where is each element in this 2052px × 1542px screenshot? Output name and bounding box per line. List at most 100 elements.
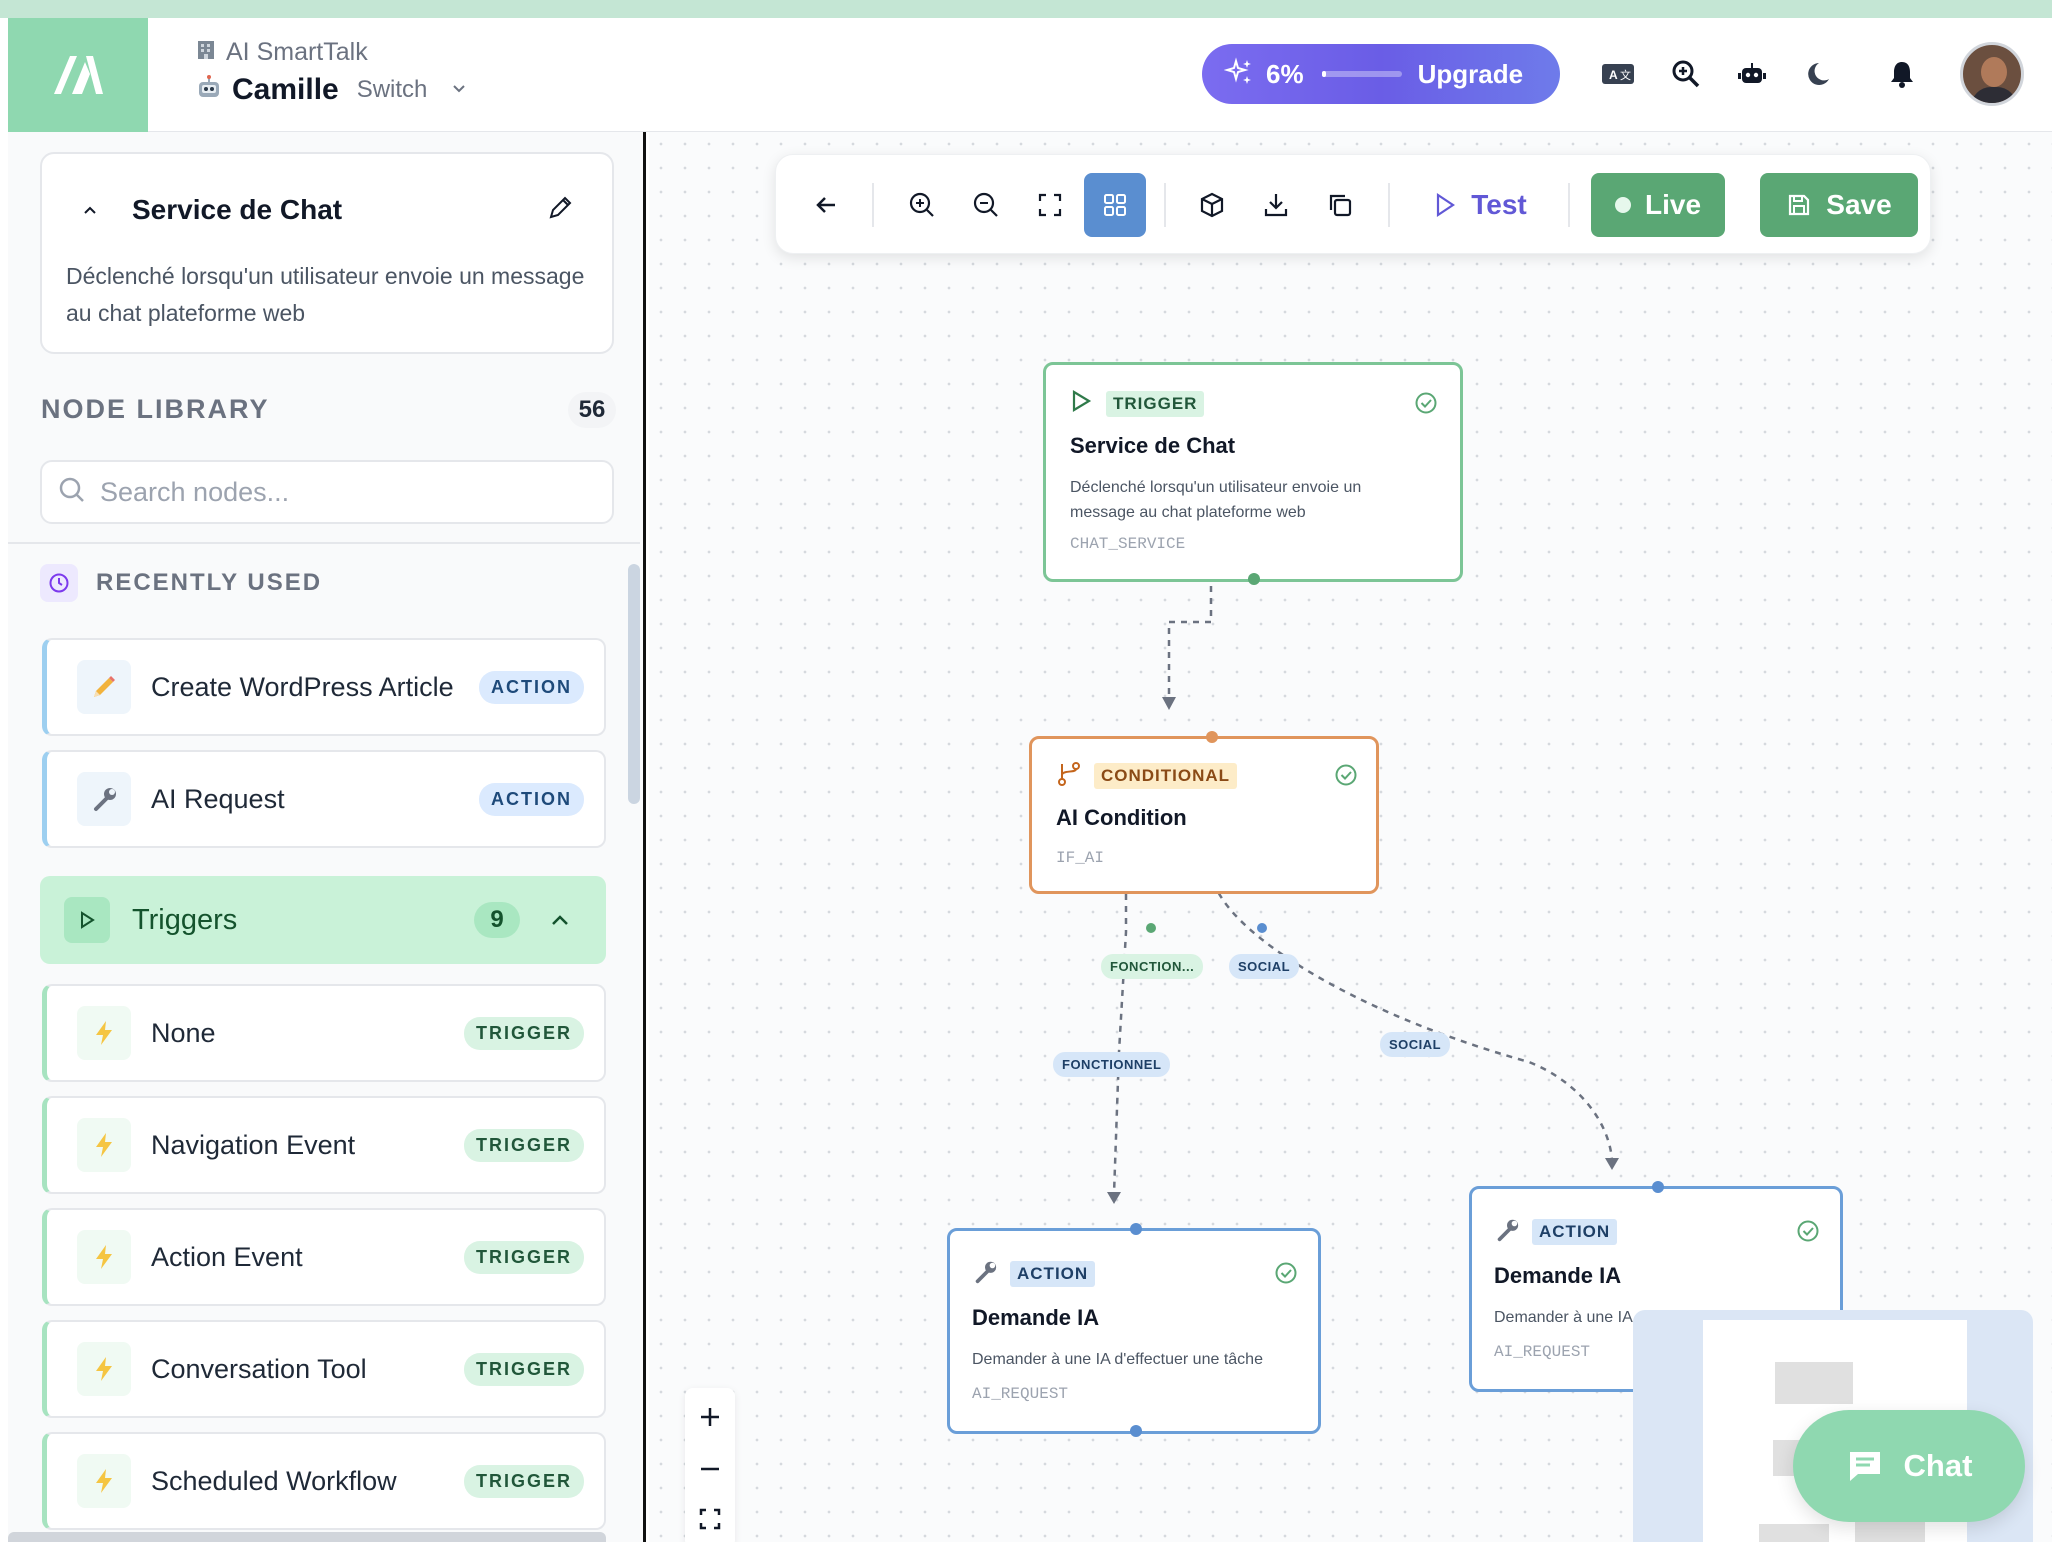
- agent-name: Camille: [232, 73, 339, 106]
- upgrade-pill[interactable]: 6% Upgrade: [1202, 44, 1560, 104]
- play-icon: [64, 897, 110, 943]
- live-button[interactable]: Live: [1591, 173, 1725, 237]
- output-handle[interactable]: [1248, 573, 1260, 585]
- input-handle[interactable]: [1206, 731, 1218, 743]
- moon-icon[interactable]: [1804, 56, 1840, 92]
- save-button[interactable]: Save: [1760, 173, 1918, 237]
- node-action-demande-ia-left[interactable]: ACTION Demande IA Demander à une IA d'ef…: [947, 1223, 1321, 1437]
- workflow-canvas[interactable]: FONCTION... SOCIAL FONCTIONNEL SOCIAL TR…: [649, 132, 2052, 1542]
- node-title: Demande IA: [972, 1305, 1100, 1330]
- category-count: 9: [474, 902, 520, 938]
- download-icon: [1264, 194, 1288, 217]
- input-handle[interactable]: [1130, 1223, 1142, 1235]
- chat-bubble-icon: [1849, 1452, 1880, 1481]
- back-arrow-button[interactable]: [798, 173, 854, 237]
- chat-label: Chat: [1903, 1448, 1973, 1483]
- node-trigger-service-de-chat[interactable]: TRIGGER Service de Chat Déclenché lorsqu…: [1043, 362, 1463, 585]
- robot-icon[interactable]: [1734, 56, 1770, 92]
- node-code: IF_AI: [1056, 849, 1105, 867]
- edge-label-fonctionnel: FONCTIONNEL: [1053, 1052, 1171, 1077]
- copy-icon: [1329, 194, 1352, 217]
- usage-percent: 6%: [1266, 58, 1304, 89]
- workspace-name: AI SmartTalk: [226, 38, 368, 66]
- edge-label-social: SOCIAL: [1380, 1032, 1451, 1057]
- workspace-switcher[interactable]: AI SmartTalk Camille Switch: [196, 38, 467, 107]
- list-item-action-event[interactable]: Action Event TRIGGER: [42, 1208, 606, 1306]
- sidebar-scrollbar[interactable]: [628, 564, 640, 804]
- arrow-left-icon: [816, 197, 835, 213]
- node-title: Service de Chat: [1070, 433, 1236, 458]
- service-description: Déclenché lorsqu'un utilisateur envoie u…: [66, 263, 585, 326]
- search-input[interactable]: [100, 476, 580, 508]
- play-icon: [1070, 389, 1092, 418]
- search-icon: [58, 476, 86, 509]
- workflow-editor-app: AI SmartTalk Camille Switch 6% Upgrade: [8, 18, 2052, 1542]
- zoom-out-toolbar-button[interactable]: [958, 173, 1014, 237]
- list-item-none[interactable]: None TRIGGER: [42, 984, 606, 1082]
- node-library-title: NODE LIBRARY: [41, 394, 270, 424]
- edges-layer: [1107, 562, 1619, 1204]
- trigger-badge: TRIGGER: [463, 1240, 584, 1274]
- recently-used-label: RECENTLY USED: [96, 569, 323, 596]
- clock-icon: [40, 564, 78, 602]
- pencil-icon: [77, 660, 131, 714]
- list-item-scheduled-workflow[interactable]: Scheduled Workflow TRIGGER: [42, 1432, 606, 1530]
- node-description: Demander à une IA d'effectuer une tâche: [972, 1351, 1263, 1368]
- edit-pencil-icon[interactable]: [546, 194, 574, 227]
- node-type-badge: ACTION: [1010, 1261, 1096, 1287]
- switch-label[interactable]: Switch: [356, 76, 428, 103]
- list-item-navigation-event[interactable]: Navigation Event TRIGGER: [42, 1096, 606, 1194]
- bell-icon[interactable]: [1884, 56, 1920, 92]
- node-library-sidebar: Service de Chat Déclenché lorsqu'un util…: [8, 132, 646, 1542]
- chevron-down-icon[interactable]: [451, 80, 467, 101]
- lightning-icon: [77, 1342, 131, 1396]
- category-triggers[interactable]: Triggers 9: [40, 876, 606, 964]
- node-title: AI Condition: [1056, 805, 1187, 830]
- top-header: AI SmartTalk Camille Switch 6% Upgrade: [8, 18, 2052, 132]
- category-label: Triggers: [132, 903, 238, 936]
- list-item-label: Navigation Event: [151, 1129, 356, 1160]
- list-item-label: Conversation Tool: [151, 1353, 367, 1384]
- save-icon: [1789, 194, 1810, 216]
- list-item-label: None: [151, 1017, 216, 1048]
- wrench-icon: [77, 772, 131, 826]
- test-button[interactable]: Test: [1410, 173, 1550, 237]
- fit-view-button[interactable]: [685, 1494, 735, 1542]
- robot-emoji-icon: [196, 74, 222, 106]
- trigger-badge: TRIGGER: [463, 1016, 584, 1050]
- list-item-create-wordpress-article[interactable]: Create WordPress Article ACTION: [42, 638, 606, 736]
- zoom-in-toolbar-button[interactable]: [894, 173, 950, 237]
- list-item-ai-request[interactable]: AI Request ACTION: [42, 750, 606, 848]
- usage-progress-bar: [1321, 71, 1402, 77]
- input-handle[interactable]: [1652, 1181, 1664, 1193]
- zoom-in-button[interactable]: [685, 1392, 735, 1442]
- output-handle[interactable]: [1130, 1425, 1142, 1437]
- chevron-up-icon[interactable]: [82, 202, 98, 223]
- check-circle-icon: [1274, 1261, 1298, 1290]
- search-zoom-icon[interactable]: [1668, 56, 1704, 92]
- node-description: Déclenché lorsqu'un utilisateur envoie u…: [1070, 479, 1362, 521]
- node-condition-ai[interactable]: CONDITIONAL AI Condition IF_AI: [1029, 731, 1379, 894]
- upgrade-button[interactable]: Upgrade: [1417, 58, 1524, 89]
- user-avatar[interactable]: [1960, 42, 2024, 106]
- node-type-badge: ACTION: [1532, 1219, 1618, 1245]
- trigger-badge: TRIGGER: [463, 1464, 584, 1498]
- node-list: [8, 542, 640, 1542]
- chevron-up-icon[interactable]: [540, 909, 580, 931]
- chat-button[interactable]: Chat: [1793, 1410, 2025, 1522]
- grid-layout-button[interactable]: [1084, 173, 1146, 237]
- duplicate-button[interactable]: [1312, 173, 1368, 237]
- search-nodes-box[interactable]: [40, 460, 614, 524]
- svg-text:文: 文: [1620, 68, 1631, 82]
- list-item-label: Create WordPress Article: [151, 671, 454, 702]
- branch-icon: [1056, 761, 1082, 792]
- download-button[interactable]: [1248, 173, 1304, 237]
- zoom-out-button[interactable]: [685, 1444, 735, 1494]
- fullscreen-button[interactable]: [1022, 173, 1078, 237]
- list-item-conversation-tool[interactable]: Conversation Tool TRIGGER: [42, 1320, 606, 1418]
- node-code: AI_REQUEST: [1494, 1343, 1591, 1361]
- package-button[interactable]: [1184, 173, 1240, 237]
- check-circle-icon: [1334, 763, 1358, 792]
- app-logo[interactable]: [8, 18, 148, 132]
